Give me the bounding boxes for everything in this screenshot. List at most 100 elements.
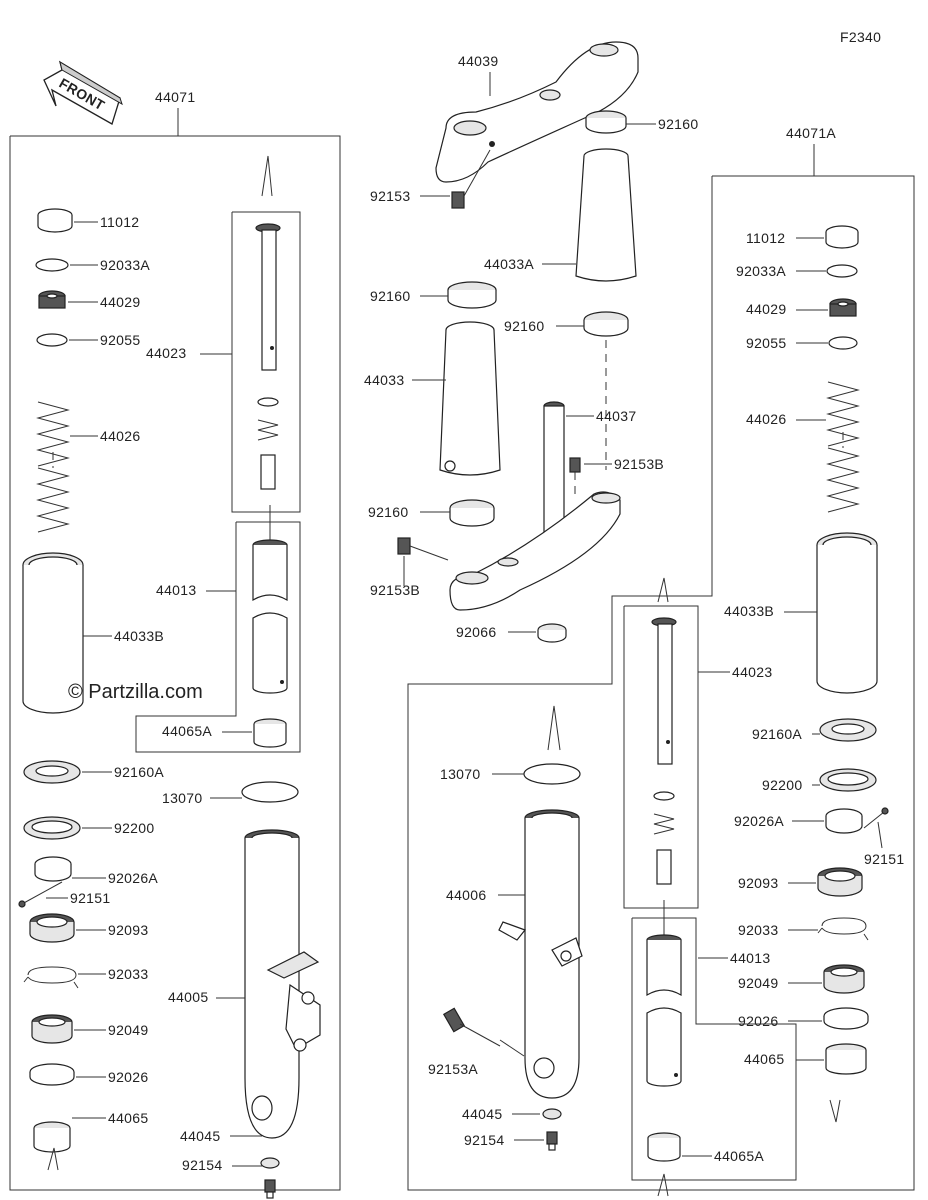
svg-text:92033: 92033 bbox=[108, 966, 148, 982]
svg-text:13070: 13070 bbox=[440, 766, 480, 782]
svg-text:44006: 44006 bbox=[446, 887, 486, 903]
bushing-44065 bbox=[33, 1121, 71, 1153]
svg-text:92154: 92154 bbox=[464, 1132, 504, 1148]
svg-text:44029: 44029 bbox=[100, 294, 140, 310]
svg-text:11012: 11012 bbox=[100, 214, 139, 230]
left-rod-frame bbox=[231, 211, 301, 513]
right-seal-92049 bbox=[823, 964, 865, 994]
right-cap-11012 bbox=[825, 225, 859, 249]
svg-text:92154: 92154 bbox=[182, 1157, 222, 1173]
svg-text:92160: 92160 bbox=[368, 504, 408, 520]
svg-text:11012: 11012 bbox=[746, 230, 785, 246]
right-plug-44029 bbox=[829, 298, 857, 317]
right-inner-tube-44013 bbox=[646, 934, 682, 1087]
right-tube-frame bbox=[631, 917, 797, 1181]
svg-text:92160: 92160 bbox=[370, 288, 410, 304]
svg-text:44045: 44045 bbox=[180, 1128, 220, 1144]
front-arrow-icon: FRONT bbox=[43, 60, 123, 125]
svg-text:92153B: 92153B bbox=[370, 582, 420, 598]
washer-92026 bbox=[29, 1063, 75, 1086]
svg-text:44065A: 44065A bbox=[162, 723, 212, 739]
bolt-92153b-lower bbox=[397, 537, 449, 561]
svg-text:44039: 44039 bbox=[458, 53, 498, 69]
o-ring-92055 bbox=[36, 333, 68, 347]
svg-text:92049: 92049 bbox=[738, 975, 778, 991]
svg-text:92055: 92055 bbox=[746, 335, 786, 351]
right-clip-92033 bbox=[817, 917, 869, 941]
svg-text:44033: 44033 bbox=[364, 372, 404, 388]
cover-44033b bbox=[22, 552, 84, 714]
svg-text:92033A: 92033A bbox=[100, 257, 150, 273]
left-group-frame bbox=[9, 135, 341, 1191]
svg-text:92093: 92093 bbox=[738, 875, 778, 891]
svg-text:44029: 44029 bbox=[746, 301, 786, 317]
svg-text:92151: 92151 bbox=[864, 851, 904, 867]
svg-text:92153B: 92153B bbox=[614, 456, 664, 472]
right-rod-frame bbox=[623, 605, 699, 909]
bushing-44065a bbox=[253, 718, 287, 748]
svg-text:44065: 44065 bbox=[744, 1051, 784, 1067]
right-washer-44045 bbox=[542, 1108, 562, 1120]
svg-text:44026: 44026 bbox=[100, 428, 140, 444]
svg-text:92055: 92055 bbox=[100, 332, 140, 348]
upper-bracket-44039 bbox=[435, 41, 639, 183]
clip-92033 bbox=[23, 966, 79, 989]
right-bushing-44065 bbox=[825, 1043, 867, 1075]
bolt-92154 bbox=[264, 1179, 276, 1199]
bolt-92153b-upper bbox=[569, 457, 581, 496]
washer-44045 bbox=[260, 1157, 280, 1169]
svg-text:44033B: 44033B bbox=[114, 628, 164, 644]
clamp-92026a bbox=[34, 856, 72, 882]
svg-text:92200: 92200 bbox=[114, 820, 154, 836]
svg-text:92160: 92160 bbox=[504, 318, 544, 334]
svg-text:92049: 92049 bbox=[108, 1022, 148, 1038]
cap-92160-top bbox=[585, 110, 627, 134]
svg-text:92033: 92033 bbox=[738, 922, 778, 938]
right-screw-92151 bbox=[863, 807, 889, 829]
svg-text:44065A: 44065A bbox=[714, 1148, 764, 1164]
cap-11012 bbox=[37, 208, 73, 233]
right-damper-rod-44023 bbox=[651, 617, 677, 885]
svg-text:44023: 44023 bbox=[146, 345, 186, 361]
right-group-frame bbox=[407, 175, 915, 1191]
figure-code: F2340 bbox=[840, 29, 881, 45]
svg-text:44013: 44013 bbox=[156, 582, 196, 598]
svg-text:44071A: 44071A bbox=[786, 125, 836, 141]
svg-text:44037: 44037 bbox=[596, 408, 636, 424]
svg-text:92033A: 92033A bbox=[736, 263, 786, 279]
right-washer-92026 bbox=[823, 1007, 869, 1030]
svg-text:44005: 44005 bbox=[168, 989, 208, 1005]
right-o-ring-92033a bbox=[826, 264, 858, 278]
svg-text:44013: 44013 bbox=[730, 950, 770, 966]
inner-tube-44013 bbox=[252, 539, 288, 694]
svg-text:92153A: 92153A bbox=[428, 1061, 478, 1077]
svg-text:44033A: 44033A bbox=[484, 256, 534, 272]
left-tube-frame bbox=[135, 521, 301, 753]
washer-92200 bbox=[23, 816, 81, 840]
nut-92066 bbox=[537, 623, 567, 643]
svg-text:92160A: 92160A bbox=[114, 764, 164, 780]
screw-92151 bbox=[18, 881, 63, 908]
seal-92093 bbox=[29, 913, 75, 943]
plug-44029 bbox=[38, 290, 66, 309]
slider-44005 bbox=[244, 829, 321, 1139]
watermark: © Partzilla.com bbox=[68, 681, 203, 703]
right-clamp-92026a bbox=[825, 808, 863, 834]
svg-text:92026: 92026 bbox=[738, 1013, 778, 1029]
svg-text:92160: 92160 bbox=[658, 116, 698, 132]
ring-13070 bbox=[241, 781, 299, 803]
svg-text:92026A: 92026A bbox=[734, 813, 784, 829]
cover-44033a bbox=[575, 148, 637, 282]
bolt-92153 bbox=[451, 149, 491, 209]
svg-text:92093: 92093 bbox=[108, 922, 148, 938]
right-o-ring-92055 bbox=[828, 336, 858, 350]
right-ring-13070 bbox=[523, 763, 581, 785]
bolt-92153a bbox=[442, 1007, 501, 1047]
svg-text:44045: 44045 bbox=[462, 1106, 502, 1122]
damper-rod-44023 bbox=[255, 223, 281, 490]
seal-92049 bbox=[31, 1014, 73, 1044]
right-seal-92093 bbox=[817, 867, 863, 897]
left-group-label: 44071 bbox=[155, 89, 195, 105]
svg-text:92066: 92066 bbox=[456, 624, 496, 640]
cap-92160-c bbox=[449, 499, 495, 527]
